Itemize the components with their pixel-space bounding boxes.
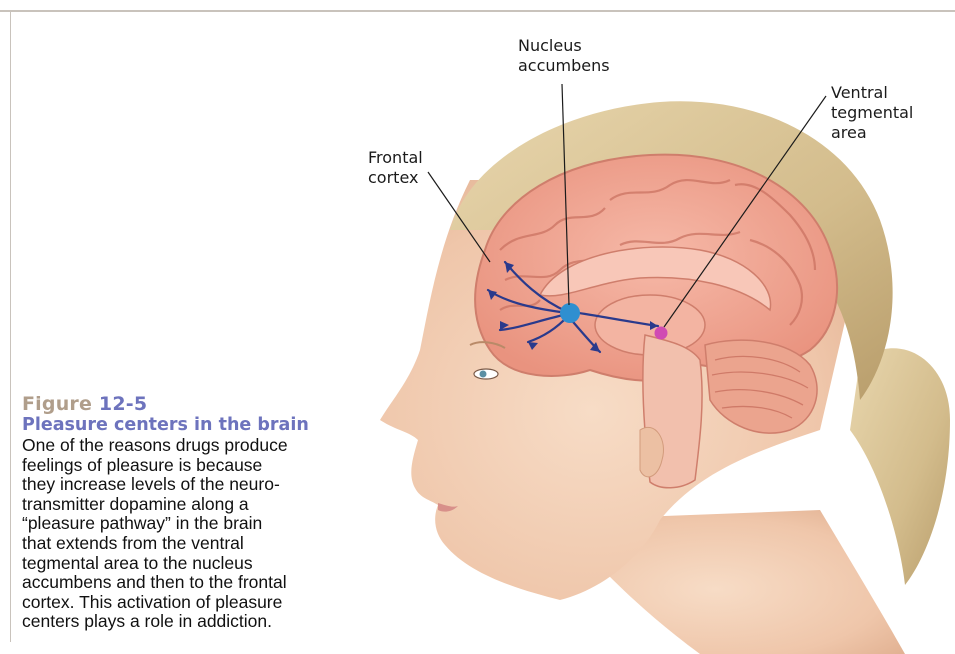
figure-body: One of the reasons drugs produce feeling… <box>22 436 382 632</box>
label-ventral-tegmental-area: Ventral tegmental area <box>831 83 913 143</box>
figure-caption: Figure 12-5 Pleasure centers in the brai… <box>22 394 382 632</box>
label-frontal-cortex: Frontal cortex <box>368 148 423 188</box>
figure-title: Pleasure centers in the brain <box>22 415 382 435</box>
vta-dot <box>655 327 668 340</box>
figure-number: Figure 12-5 <box>22 394 382 415</box>
nucleus-accumbens-dot <box>560 303 580 323</box>
label-nucleus-accumbens: Nucleus accumbens <box>518 36 610 76</box>
